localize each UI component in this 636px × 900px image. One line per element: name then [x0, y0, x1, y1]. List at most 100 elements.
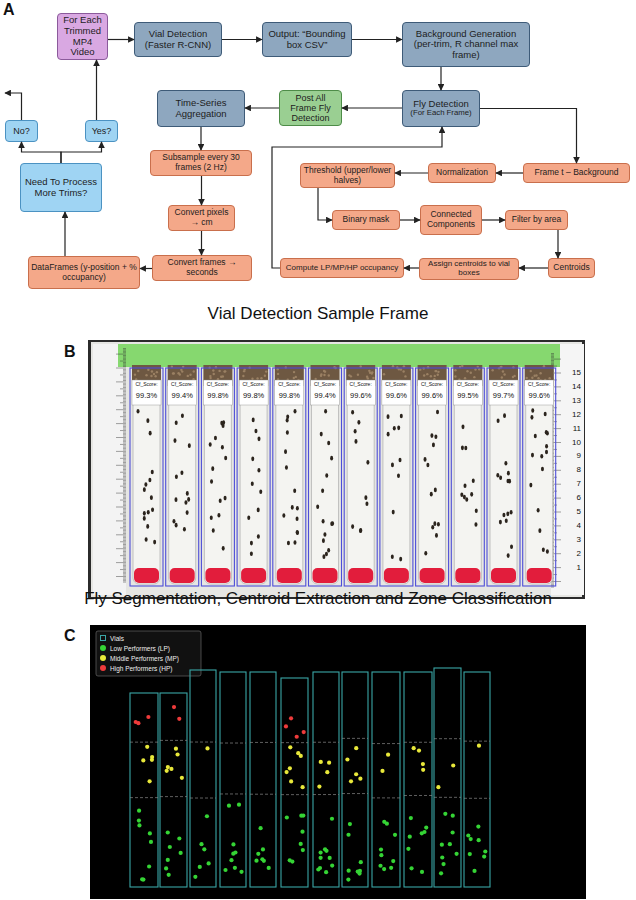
- node-text: Connected Components: [423, 210, 479, 229]
- ruler-tick: [120, 388, 126, 389]
- ruler-tick: [123, 491, 126, 492]
- fly: [222, 420, 225, 425]
- fly: [359, 528, 362, 533]
- ruler-number: 15: [560, 369, 581, 377]
- ruler-tick: [123, 359, 126, 360]
- plug-speckle: [474, 368, 476, 370]
- plug-speckle: [501, 376, 503, 378]
- hp-centroid: [284, 724, 288, 728]
- plug-speckle: [526, 377, 528, 379]
- fly: [151, 470, 154, 475]
- vial-tube: [133, 384, 160, 584]
- confidence-score: 99.4%: [311, 392, 340, 400]
- mp-centroid: [386, 753, 390, 757]
- ruler-tick: [123, 433, 126, 434]
- vial: [309, 365, 342, 586]
- fly: [211, 466, 214, 471]
- plug-speckle: [357, 374, 359, 376]
- zone-divider: [281, 742, 308, 743]
- ruler-tick: [551, 356, 554, 357]
- ruler-tick: [123, 582, 126, 583]
- ruler-tick: [123, 476, 126, 477]
- vial-outline-group: [250, 672, 276, 887]
- plug-speckle: [491, 369, 493, 371]
- ruler-tick: [123, 440, 126, 441]
- ruler-tick: [123, 475, 126, 476]
- ruler-tick: [120, 430, 126, 431]
- fly: [286, 414, 289, 419]
- mp-centroid: [354, 746, 358, 750]
- zone-divider: [342, 793, 368, 794]
- vial: [380, 365, 413, 586]
- ruler-tick: [123, 365, 126, 366]
- fly: [151, 507, 154, 512]
- ruler-tick: [123, 477, 126, 478]
- ruler-tick: [120, 361, 126, 362]
- plug-speckle: [383, 373, 385, 375]
- fly: [183, 527, 186, 532]
- lp-centroid: [328, 856, 332, 860]
- lp-centroid: [443, 812, 447, 816]
- ruler-number: 14: [560, 383, 581, 391]
- vial-tube: [276, 384, 303, 584]
- legend-swatch: [100, 655, 106, 661]
- flow-arrow: [482, 219, 505, 220]
- ruler-tick: [116, 381, 126, 382]
- ruler-tick: [116, 368, 126, 369]
- plug-speckle: [156, 371, 158, 373]
- legend-text: High Performers (HP): [110, 665, 172, 672]
- lp-centroid: [482, 855, 486, 859]
- ruler-tick: [123, 565, 126, 566]
- fly: [180, 470, 183, 475]
- score-tag: [168, 380, 197, 405]
- mp-centroid: [317, 784, 321, 788]
- mp-centroid: [358, 777, 362, 781]
- step-box: Connected Components: [420, 205, 482, 235]
- fly: [174, 497, 177, 502]
- lp-centroid: [290, 859, 294, 863]
- fly: [531, 453, 534, 458]
- zone-divider: [281, 794, 308, 795]
- lp-centroid: [348, 822, 352, 826]
- node-text: Convert pixels → cm: [171, 208, 232, 227]
- ruler-tick: [123, 483, 126, 484]
- confidence-score: 99.6%: [418, 392, 447, 400]
- confidence-score: 99.6%: [382, 392, 411, 400]
- fly-food: [205, 568, 230, 583]
- step-box: Assign centroids to vial boxes: [419, 258, 519, 280]
- ruler-tick: [123, 468, 126, 469]
- fly: [285, 465, 288, 470]
- node-text: Time-Series Aggregation: [160, 98, 242, 119]
- plug-speckle: [187, 375, 189, 377]
- ruler-tick: [123, 518, 126, 519]
- fly: [399, 557, 402, 562]
- fly: [391, 554, 394, 559]
- ruler-tick: [123, 501, 126, 502]
- ruler-tick: [551, 582, 554, 583]
- bounding-box: [523, 368, 556, 586]
- plug-speckle: [224, 370, 226, 372]
- fly: [424, 551, 427, 556]
- ruler-tick: [123, 366, 126, 367]
- lp-centroid: [254, 859, 258, 863]
- fly: [424, 457, 427, 462]
- fly: [499, 520, 502, 525]
- fly: [541, 467, 544, 472]
- ruler-ticks-left: [116, 349, 126, 583]
- exit-arrow: [5, 93, 22, 120]
- mp-centroid: [417, 748, 421, 752]
- fly: [210, 515, 213, 520]
- ruler-tick: [116, 479, 126, 480]
- ruler-tick: [123, 488, 126, 489]
- flow-arrow: [201, 231, 202, 255]
- legend-box: [96, 631, 201, 676]
- plug-speckle: [454, 369, 456, 371]
- step-box: Frame t – Background: [523, 163, 630, 183]
- vial-tube: [312, 384, 339, 584]
- score-tag: [525, 380, 554, 405]
- ruler-tick: [123, 348, 126, 349]
- lp-centroid: [324, 870, 328, 874]
- plug-speckle: [369, 371, 371, 373]
- vial-outline: [434, 668, 461, 887]
- ruler-tick: [123, 438, 126, 439]
